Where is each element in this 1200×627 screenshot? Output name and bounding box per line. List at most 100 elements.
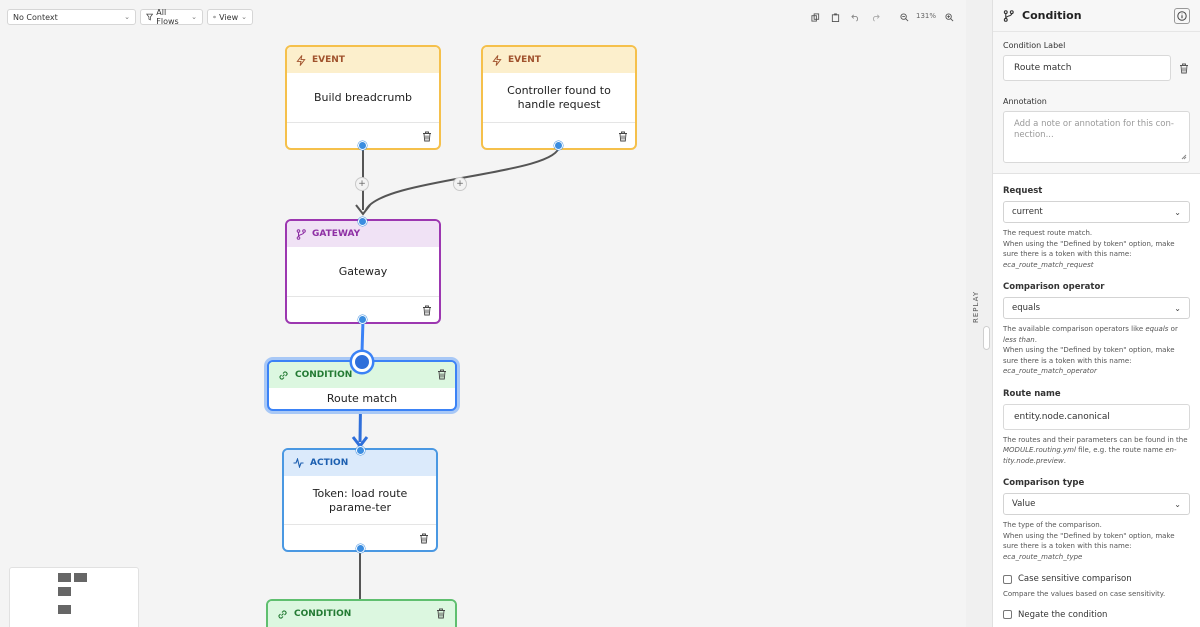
replay-toggle-handle[interactable]	[983, 326, 990, 350]
node-title: Gateway	[338, 265, 388, 278]
comparison-type-select[interactable]: Value ⌄	[1003, 493, 1190, 515]
zoom-in-icon	[944, 12, 953, 21]
help-text: or	[1168, 325, 1178, 333]
minimap-node	[58, 587, 71, 596]
case-sensitive-field: Case sensitive comparison Compare the va…	[993, 574, 1200, 600]
clipboard-icon	[831, 12, 839, 22]
copy-button[interactable]	[808, 10, 822, 24]
request-heading: Request	[1003, 186, 1043, 196]
undo-button[interactable]	[848, 10, 862, 24]
request-select[interactable]: current ⌄	[1003, 201, 1190, 223]
trash-icon[interactable]	[419, 533, 429, 544]
node-type-label: EVENT	[508, 55, 541, 65]
help-emphasis: equals	[1145, 325, 1169, 333]
properties-panel: Condition Condition Label Route match An…	[993, 0, 1200, 627]
negate-checkbox[interactable]	[1003, 610, 1012, 619]
branch-icon	[1003, 9, 1014, 22]
request-value: current	[1012, 207, 1043, 217]
add-node-button[interactable]: +	[453, 177, 467, 191]
output-port[interactable]	[554, 141, 563, 150]
paste-button[interactable]	[828, 10, 842, 24]
condition-label-input[interactable]: Route match	[1003, 55, 1171, 81]
add-node-button[interactable]: +	[355, 177, 369, 191]
branch-icon	[296, 228, 306, 240]
input-port[interactable]	[358, 217, 367, 226]
edge-gateway-condition	[360, 319, 365, 353]
condition-node-2[interactable]: CONDITION	[266, 599, 457, 627]
event-node-controller-found[interactable]: EVENT Controller found to handle request	[481, 45, 637, 150]
replay-label: REPLAY	[972, 290, 980, 323]
flows-label: All Flows	[156, 8, 179, 26]
token-name: eca_route_match_request	[1003, 260, 1094, 269]
input-port[interactable]	[356, 446, 365, 455]
context-select[interactable]: No Context ⌄	[7, 9, 136, 25]
chevron-down-icon: ⌄	[1174, 207, 1181, 217]
flow-canvas[interactable]: No Context ⌄ All Flows ⌄ View ⌄ 131% EVE…	[0, 0, 966, 627]
selected-input-port[interactable]	[352, 352, 372, 372]
edge-event2-gateway	[365, 145, 560, 211]
node-title: Controller found to handle request	[507, 84, 611, 111]
eye-icon	[213, 15, 217, 19]
trash-icon[interactable]	[618, 131, 628, 142]
request-help: The request route match. When using the …	[1003, 228, 1190, 270]
help-text: The available comparison operators like	[1003, 325, 1146, 333]
operator-select[interactable]: equals ⌄	[1003, 297, 1190, 319]
case-sensitive-checkbox[interactable]	[1003, 574, 1012, 584]
output-port[interactable]	[358, 315, 367, 324]
annotation-placeholder: Add a note or annotation for this con-ne…	[1014, 119, 1174, 140]
context-label: No Context	[13, 12, 58, 22]
output-port[interactable]	[356, 544, 365, 553]
case-sensitive-help: Compare the values based on case sensiti…	[1003, 590, 1166, 598]
zoom-out-button[interactable]	[897, 10, 911, 24]
annotation-textarea[interactable]: Add a note or annotation for this con-ne…	[1003, 111, 1190, 163]
info-icon	[1177, 10, 1187, 21]
minimap-node	[58, 573, 71, 582]
condition-node-route-match[interactable]: CONDITION Route match	[267, 360, 457, 411]
copy-icon	[810, 12, 819, 22]
route-name-input[interactable]: entity.node.canonical	[1003, 403, 1190, 430]
info-button[interactable]	[1174, 7, 1190, 24]
link-icon	[279, 370, 288, 380]
help-emphasis: less than	[1003, 335, 1035, 344]
view-menu[interactable]: View ⌄	[207, 9, 253, 25]
gateway-node[interactable]: GATEWAY Gateway	[285, 219, 441, 324]
comparison-type-field: Comparison type Value ⌄ The type of the …	[993, 478, 1200, 562]
node-header: CONDITION	[268, 601, 455, 627]
annotation-heading: Annotation	[1003, 97, 1047, 106]
trash-icon[interactable]	[422, 305, 432, 316]
node-footer	[287, 122, 439, 148]
trash-icon[interactable]	[422, 131, 432, 142]
negate-label: Negate the condition	[1018, 609, 1108, 620]
redo-button[interactable]	[868, 10, 882, 24]
zoom-in-button[interactable]	[942, 10, 956, 24]
route-name-field: Route name entity.node.canonical The rou…	[993, 389, 1200, 467]
panel-header: Condition	[993, 0, 1200, 32]
minimap[interactable]	[9, 567, 139, 627]
chevron-down-icon: ⌄	[1174, 303, 1181, 313]
event-node-build-breadcrumb[interactable]: EVENT Build breadcrumb	[285, 45, 441, 150]
undo-icon	[850, 13, 858, 21]
token-name: eca_route_match_operator	[1003, 367, 1097, 375]
output-port[interactable]	[358, 141, 367, 150]
action-node-load-route[interactable]: ACTION Token: load route parame-ter	[282, 448, 438, 552]
node-type-label: CONDITION	[294, 609, 352, 619]
help-line: The request route match.	[1003, 229, 1093, 237]
edge-arrowhead	[355, 204, 371, 216]
panel-title: Condition	[1022, 9, 1082, 22]
chevron-down-icon: ⌄	[124, 13, 130, 21]
trash-icon[interactable]	[436, 608, 446, 619]
node-header: EVENT	[483, 47, 635, 73]
flows-filter[interactable]: All Flows ⌄	[140, 8, 203, 26]
operator-help: The available comparison operators like …	[1003, 324, 1190, 377]
trash-icon[interactable]	[1179, 63, 1189, 74]
node-type-label: EVENT	[312, 55, 345, 65]
resize-handle-icon[interactable]	[1181, 154, 1187, 160]
trash-icon[interactable]	[437, 369, 447, 380]
node-title: Route match	[326, 392, 398, 405]
view-label: View	[219, 12, 239, 22]
condition-label-heading: Condition Label	[1003, 41, 1066, 50]
help-line: When using the "Defined by token" option…	[1003, 531, 1175, 551]
help-line: The type of the comparison.	[1003, 521, 1102, 529]
replay-strip[interactable]: REPLAY	[966, 0, 993, 627]
zoom-out-icon	[899, 12, 908, 21]
